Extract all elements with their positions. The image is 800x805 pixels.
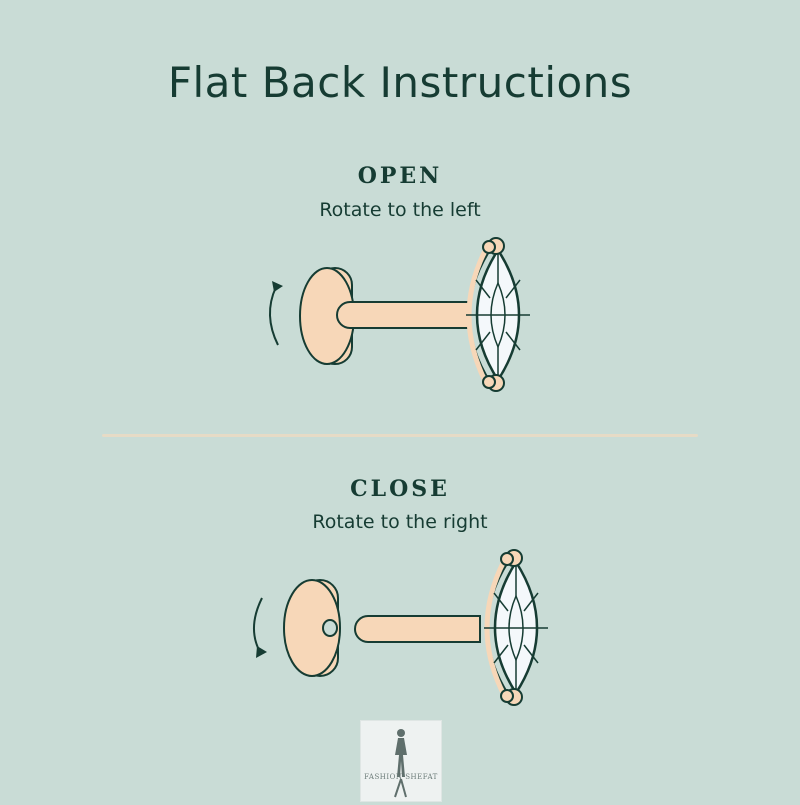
fashion-figure-icon <box>394 729 407 798</box>
open-earring-illustration <box>269 237 530 392</box>
rotate-right-arrow-icon <box>253 597 267 658</box>
open-heading: OPEN <box>357 163 443 189</box>
flat-back-disc-icon <box>283 579 341 677</box>
post-icon <box>354 615 481 643</box>
section-divider <box>102 434 698 437</box>
brand-logo-text: FASHION SHEFAT <box>364 773 438 781</box>
marquise-gem-icon <box>466 237 530 392</box>
close-instruction: Rotate to the right <box>312 511 488 533</box>
post-icon <box>336 301 471 329</box>
marquise-gem-icon <box>484 549 548 706</box>
page-title: Flat Back Instructions <box>167 58 633 107</box>
open-instruction: Rotate to the left <box>319 199 481 221</box>
brand-logo: FASHION SHEFAT <box>360 720 442 802</box>
flat-back-disc-icon <box>299 267 355 365</box>
close-earring-illustration <box>253 549 548 706</box>
close-heading: CLOSE <box>350 476 450 502</box>
rotate-left-arrow-icon <box>269 281 283 346</box>
